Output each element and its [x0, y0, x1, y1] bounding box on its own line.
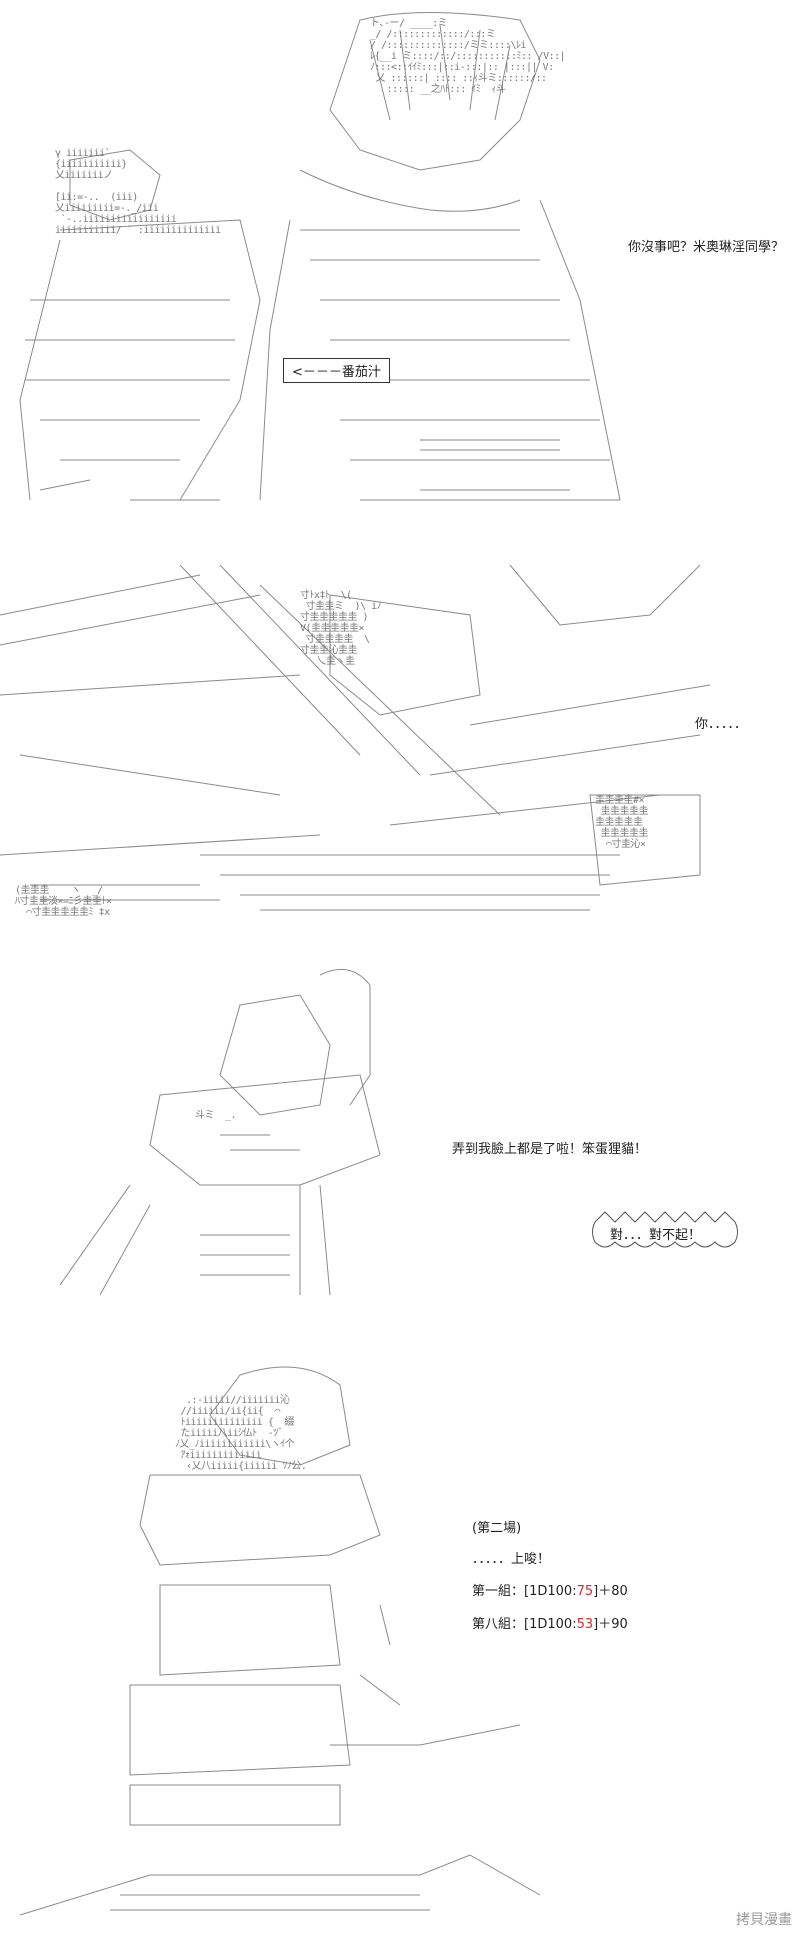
group-1-result: 75 [576, 1584, 594, 1599]
panel-3-ascii-art: 斗ミ _. [195, 1110, 237, 1121]
shout-bubble-outline [592, 1211, 738, 1248]
panel-1-dialog: 你沒事吧？米奧琳淫同學？ [628, 240, 785, 255]
group-1-bracket-close: ] [593, 1584, 599, 1599]
group-1-bonus: ＋80 [598, 1584, 628, 1599]
panel-3-dialog: 弄到我臉上都是了啦！笨蛋狸貓！ [452, 1142, 648, 1157]
panel-3-shout-bubble: 對．．．對不起！ [590, 1207, 740, 1248]
group-8-bracket-close: ] [593, 1617, 599, 1632]
panel-1-artwork [19, 12, 621, 501]
group-1-dice: 1D100 [529, 1584, 573, 1599]
panel-4: .:-iiiii//iiiiiii沁 //iiiiii/ii{ii{ ⌒ ﾄii… [0, 1355, 800, 1925]
panel-2-ascii-art-left: (圭圭圭 ヽ _/ ﾊ寸圭圭淡×=ﾆ彡圭圭ﾄ× ⌒寸圭圭圭圭圭ﾐ ‡x [15, 885, 112, 918]
panel-1-ascii-art: ト､-ー/ ____:ミ _/ /:::::::::::::/:::ミ / /:… [370, 18, 566, 95]
round-call: ．．．．．上唆！ [472, 1552, 551, 1567]
arrow-label-box: <－－－番茄汁 [283, 358, 390, 383]
group-8-bracket-open: [ [524, 1617, 530, 1632]
panel-1: ト､-ー/ ____:ミ _/ /:::::::::::::/:::ミ / /:… [0, 0, 800, 535]
panel-1-ascii-art-left: γ iiiiiii` {iiiiiiiiiii} 乂iiiiiiiノ [ii:=… [55, 148, 221, 236]
panel-4-ascii-art: .:-iiiii//iiiiiii沁 //iiiiii/ii{ii{ ⌒ ﾄii… [175, 1395, 307, 1472]
group-8-dice: 1D100 [529, 1617, 573, 1632]
group-8-result: 53 [576, 1617, 594, 1632]
group-1-colon: : [572, 1584, 577, 1599]
panel-2-ascii-art: 寸ﾄx‡ﾄ \( 寸圭圭ミ )\ iﾉ 寸圭圭圭圭圭 ) V(圭圭圭圭圭× 寸圭… [300, 590, 382, 667]
panel-3-artwork [59, 968, 381, 1296]
panel-4-artwork [19, 1366, 541, 1916]
group-1-roll: 第一組：[1D100:75]＋80 [472, 1580, 628, 1599]
group-1-bracket-open: [ [524, 1584, 530, 1599]
group-1-label: 第一組： [472, 1584, 525, 1599]
group-8-roll: 第八組：[1D100:53]＋90 [472, 1613, 628, 1632]
round-title: (第二場) [472, 1521, 522, 1536]
panel-2: 寸ﾄx‡ﾄ \( 寸圭圭ミ )\ iﾉ 寸圭圭圭圭圭 ) V(圭圭圭圭圭× 寸圭… [0, 555, 800, 935]
panel-2-ascii-art-right: 圭圭圭圭#× 圭圭圭圭圭 圭圭圭圭圭 圭圭圭圭圭 ⌒寸圭沁× [595, 795, 649, 850]
group-8-colon: : [572, 1617, 577, 1632]
panel-2-dialog: 你．．．．． [695, 717, 748, 732]
group-8-bonus: ＋90 [598, 1617, 628, 1632]
panel-2-artwork [0, 564, 711, 911]
group-8-label: 第八組： [472, 1617, 525, 1632]
shout-text: 對．．．對不起！ [610, 1228, 702, 1243]
watermark: 拷貝漫畫 [736, 1912, 792, 1928]
panel-3: 斗ミ _. 弄到我臉上都是了啦！笨蛋狸貓！ 對．．．對不起！ [0, 955, 800, 1335]
